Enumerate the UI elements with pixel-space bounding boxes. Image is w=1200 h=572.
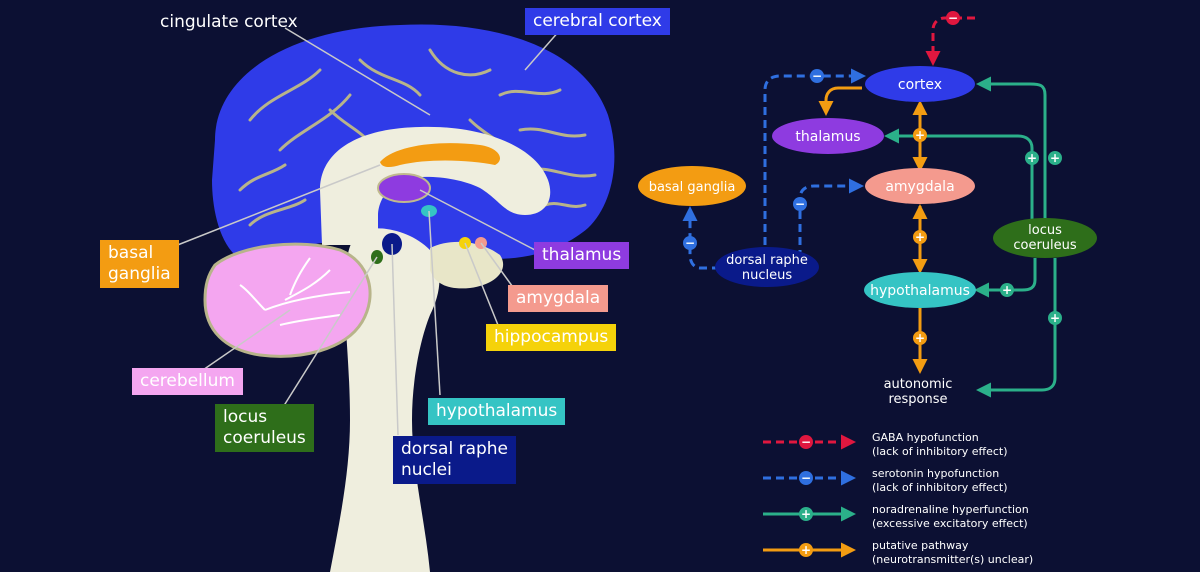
badge-gaba: [946, 11, 960, 25]
noradrenaline-to-hypothalamus: [974, 258, 1037, 298]
node-dorsal-raphe-line1: dorsal raphe: [726, 253, 808, 268]
label-amygdala: amygdala: [508, 285, 609, 312]
leader-lines: [169, 27, 561, 436]
svg-text:+: +: [915, 128, 925, 142]
temporal-lobe: [430, 241, 504, 289]
legend-sign: −: [801, 471, 811, 485]
label-thalamus: thalamus: [534, 242, 630, 269]
legend-sign-badge: [799, 507, 813, 521]
node-autonomic-line2: response: [888, 392, 947, 407]
noradrenaline-to-autonomic: [976, 258, 1057, 398]
legend-subtitle: (lack of inhibitory effect): [872, 481, 1008, 494]
legend-item: − GABA hypofunction(lack of inhibitory ef…: [763, 431, 1008, 458]
label-cingulate-cortex: cingulate cortex: [160, 12, 298, 32]
legend-title: noradrenaline hyperfunction: [872, 503, 1029, 516]
serotonin-arrow-cortex: [763, 68, 866, 258]
sign-badges: − − − − + + + + + + +: [683, 11, 1062, 345]
cerebellum-shape: [203, 242, 372, 358]
badge-sero-cortex: [810, 69, 824, 83]
node-cortex: [865, 66, 975, 102]
thalamus-shape: [377, 173, 431, 203]
legend-title: serotonin hypofunction: [872, 467, 999, 480]
serotonin-arrow-amygdala: [798, 178, 864, 258]
svg-text:+: +: [1050, 151, 1060, 165]
cingulate-orange: [380, 143, 500, 167]
noradrenaline-to-thalamus: [884, 128, 1034, 220]
svg-text:−: −: [812, 69, 822, 83]
node-hypothalamus: [864, 272, 976, 308]
badge-put-1: [913, 128, 927, 142]
svg-text:−: −: [795, 197, 805, 211]
node-basal-ganglia: [638, 166, 746, 206]
node-hypothalamus-label: hypothalamus: [870, 283, 970, 299]
noradrenaline-to-cortex: [976, 76, 1047, 220]
node-locus-line1: locus: [1028, 223, 1062, 238]
legend: −GABA hypofunction(lack of inhibitory ef…: [763, 431, 1033, 566]
legend-subtitle: (lack of inhibitory effect): [872, 445, 1008, 458]
label-locus-coeruleus: locus coeruleus: [215, 404, 314, 452]
legend-subtitle: (excessive excitatory effect): [872, 517, 1028, 530]
svg-text:+: +: [1027, 151, 1037, 165]
gaba-arrow-cortex: [925, 16, 975, 66]
putative-cortex-thalamus: [818, 86, 862, 116]
legend-sign: +: [801, 507, 811, 521]
svg-text:−: −: [948, 11, 958, 25]
badge-nor-3: [1000, 283, 1014, 297]
badge-put-2: [913, 230, 927, 244]
svg-text:+: +: [1050, 311, 1060, 325]
node-amygdala-label: amygdala: [885, 179, 954, 195]
legend-sign-badge: [799, 543, 813, 557]
legend-title: putative pathway: [872, 539, 969, 552]
node-basal-ganglia-label: basal ganglia: [649, 180, 736, 195]
node-dorsal-raphe: [715, 247, 819, 287]
badge-nor-1: [1025, 151, 1039, 165]
label-dorsal-raphe-nuclei: dorsal raphe nuclei: [393, 436, 517, 484]
cerebellum-folia: [239, 257, 351, 326]
badge-nor-4: [1048, 311, 1062, 325]
node-thalamus: [772, 118, 884, 154]
svg-text:+: +: [915, 331, 925, 345]
legend-item: + noradrenaline hyperfunction(excessive e…: [763, 503, 1029, 530]
legend-sign: −: [801, 435, 811, 449]
label-cerebral-cortex: cerebral cortex: [525, 8, 670, 35]
badge-nor-2: [1048, 151, 1062, 165]
svg-text:−: −: [685, 236, 695, 250]
legend-title: GABA hypofunction: [872, 431, 979, 444]
node-autonomic-line1: autonomic: [884, 377, 953, 392]
label-cerebellum: cerebellum: [132, 368, 243, 395]
node-amygdala: [865, 168, 975, 204]
legend-sign-badge: [799, 435, 813, 449]
node-locus-line2: coeruleus: [1013, 238, 1077, 253]
svg-text:+: +: [915, 230, 925, 244]
pathway-diagram: − − − − + + + + + + + cortex thalamus ba…: [638, 11, 1097, 407]
svg-text:+: +: [1002, 283, 1012, 297]
node-cortex-label: cortex: [898, 77, 942, 93]
node-dorsal-raphe-line2: nucleus: [742, 268, 792, 283]
badge-sero-amyg: [793, 197, 807, 211]
label-hippocampus: hippocampus: [486, 324, 617, 351]
serotonin-arrow-basal: [682, 206, 720, 270]
legend-subtitle: (neurotransmitter(s) unclear): [872, 553, 1033, 566]
legend-item: − serotonin hypofunction(lack of inhibito…: [763, 467, 1008, 494]
label-hypothalamus: hypothalamus: [428, 398, 566, 425]
legend-sign: +: [801, 543, 811, 557]
brain-illustration: [169, 24, 615, 572]
badge-sero-basal: [683, 236, 697, 250]
node-thalamus-label: thalamus: [795, 129, 860, 145]
legend-sign-badge: [799, 471, 813, 485]
legend-item: + putative pathway(neurotransmitter(s) un…: [763, 539, 1033, 566]
label-basal-ganglia: basal ganglia: [100, 240, 179, 288]
badge-put-3: [913, 331, 927, 345]
node-locus-coeruleus: [993, 218, 1097, 258]
